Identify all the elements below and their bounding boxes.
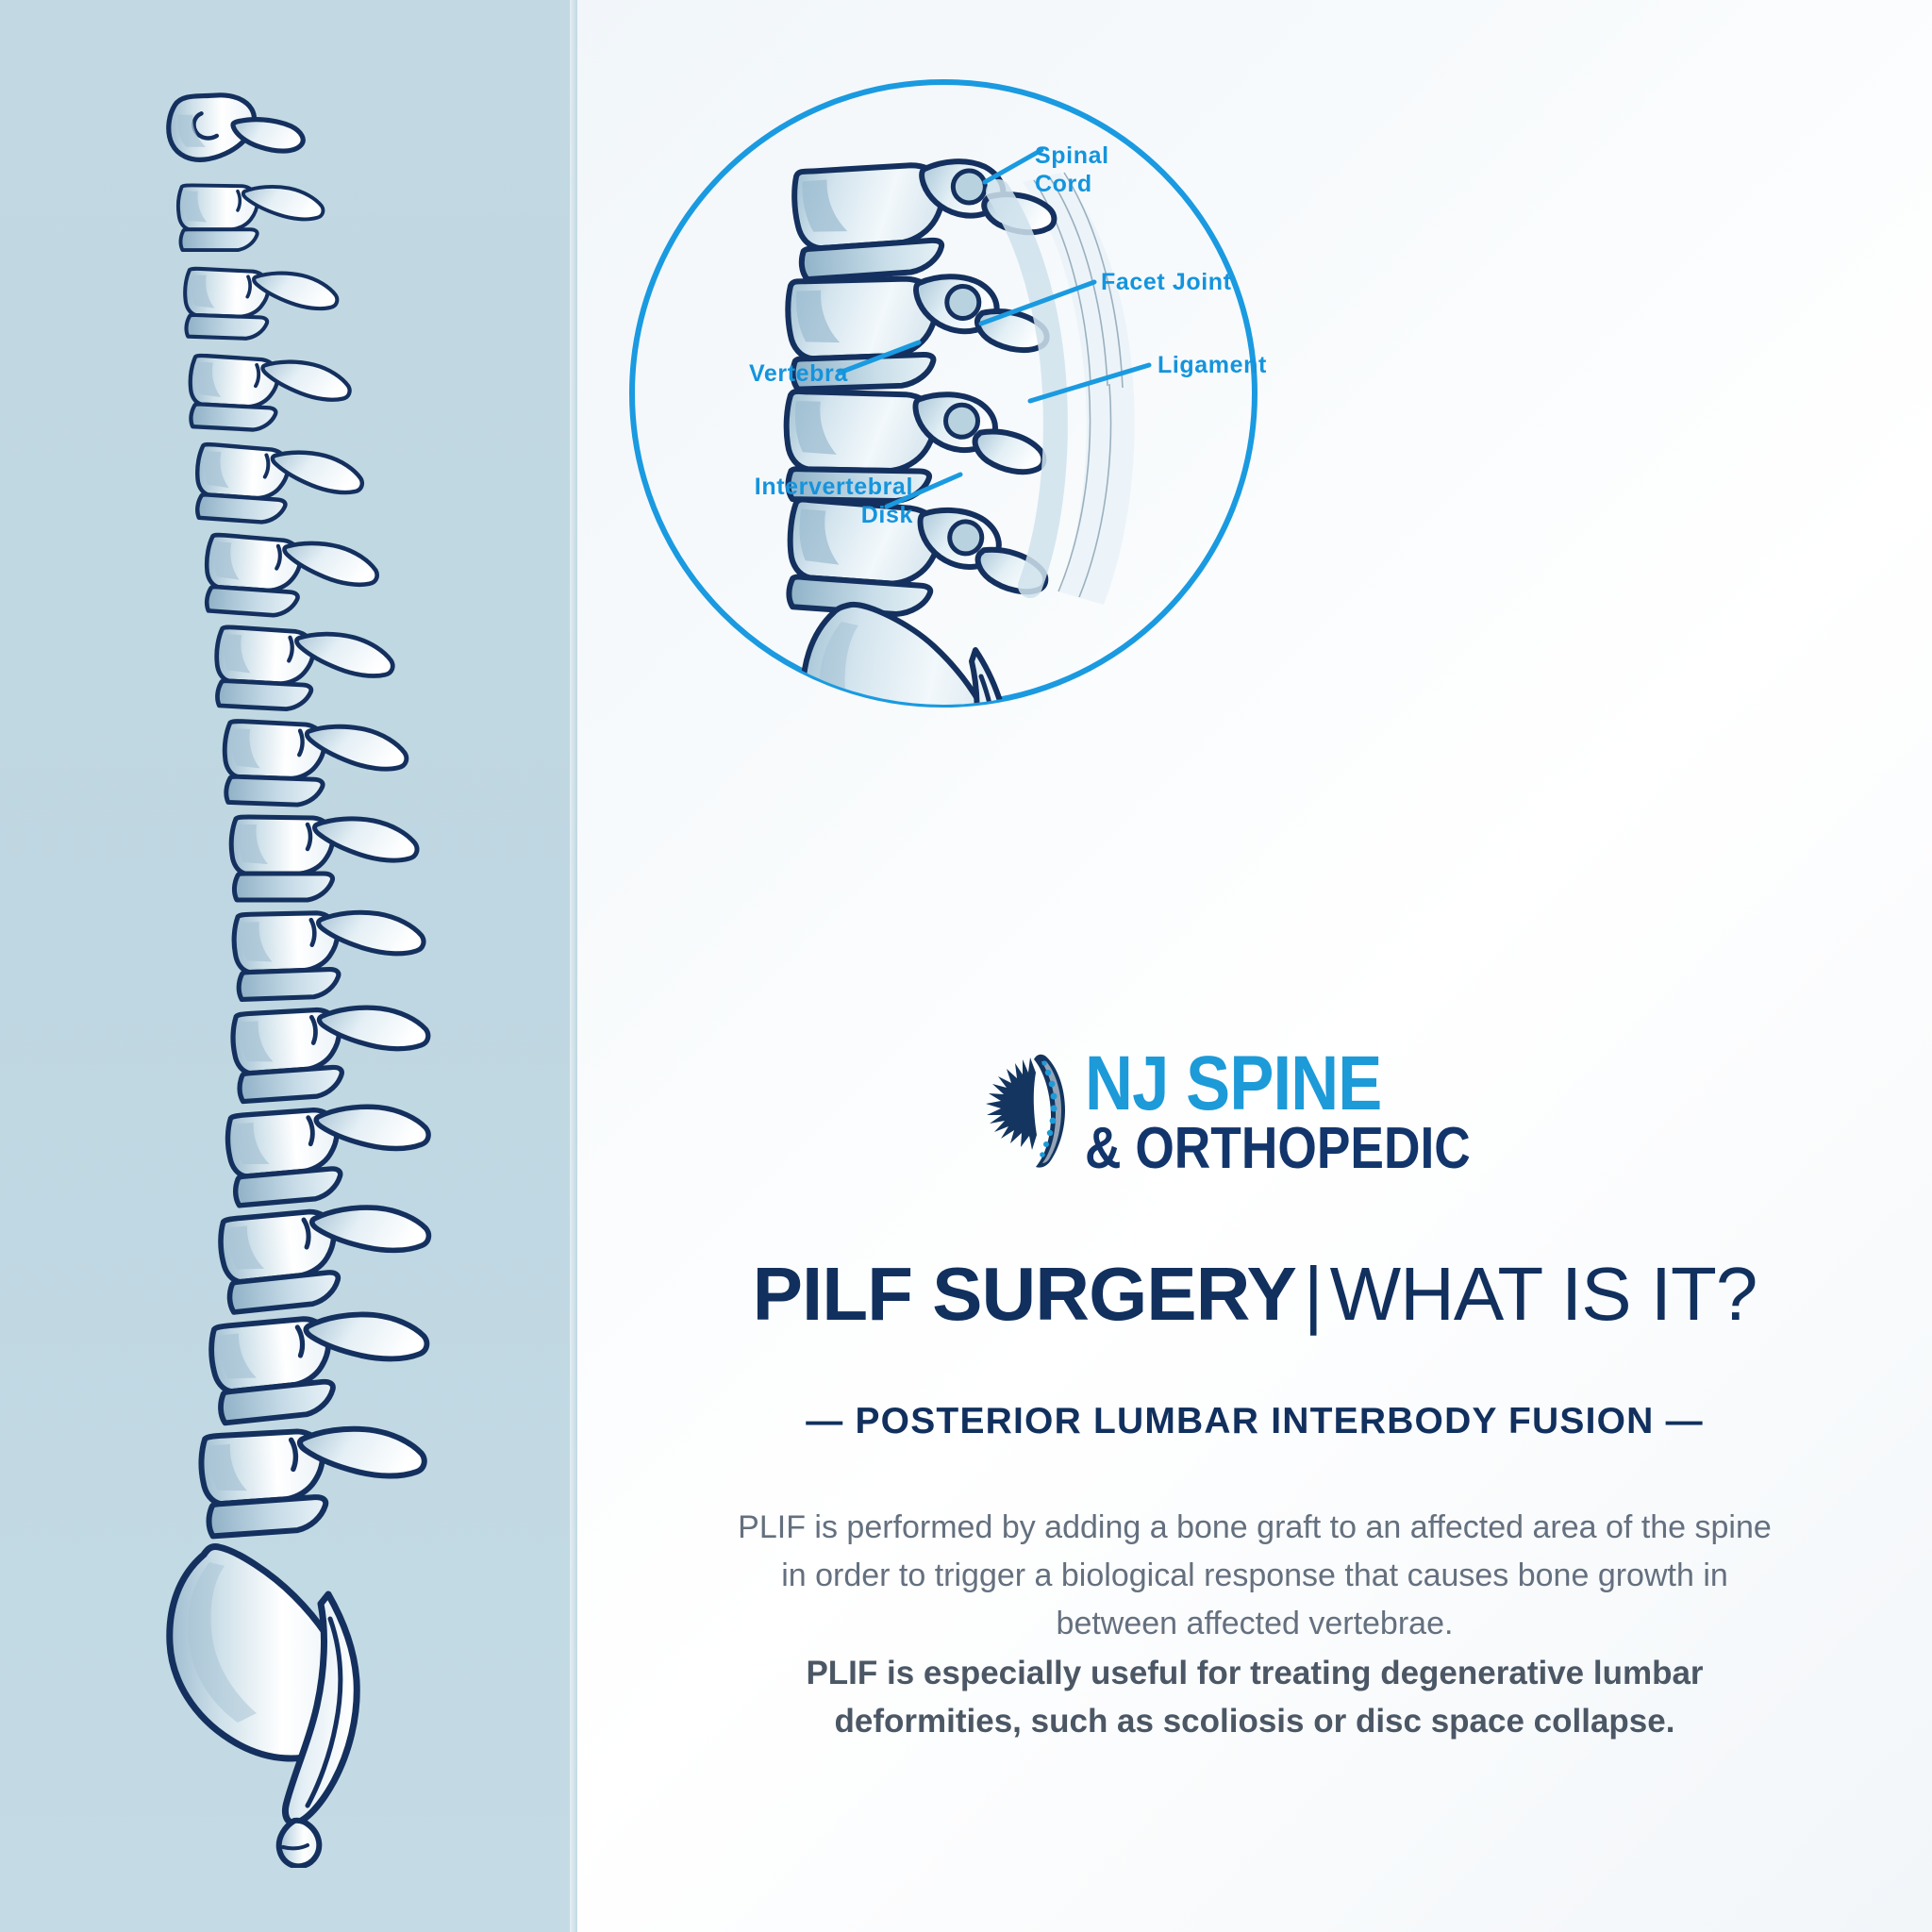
logo-line-primary: NJ SPINE xyxy=(1085,1041,1382,1126)
leader-line-ligament xyxy=(1027,362,1152,404)
anatomy-circle-diagram: Spinal Cord Facet Joint Ligament Vertebr… xyxy=(615,71,1313,722)
label-spinal-cord-line2: Cord xyxy=(1035,170,1092,197)
label-vertebra: Vertebra xyxy=(749,360,848,387)
full-spine-illustration xyxy=(166,92,509,1868)
description-paragraph: PLIF is performed by adding a bone graft… xyxy=(738,1509,1772,1641)
leader-line-spinal-cord xyxy=(982,147,1044,185)
brand-logo: NJ SPINE & ORTHOPEDIC xyxy=(577,1041,1932,1182)
logo-line-secondary: & ORTHOPEDIC xyxy=(1085,1116,1472,1182)
label-facet-joint: Facet Joint xyxy=(1101,269,1232,295)
nj-spine-burst-icon xyxy=(986,1055,1066,1168)
panel-divider xyxy=(570,0,577,1932)
right-column: Spinal Cord Facet Joint Ligament Vertebr… xyxy=(577,0,1932,1932)
label-disk-line1: Intervertebral xyxy=(754,474,913,500)
label-spinal-cord: Spinal Cord xyxy=(1035,142,1109,198)
label-spinal-cord-line1: Spinal xyxy=(1035,142,1109,169)
highlight-paragraph: PLIF is especially useful for treating d… xyxy=(806,1655,1704,1740)
left-panel xyxy=(0,0,577,1932)
page-title-separator: | xyxy=(1303,1252,1324,1336)
page-subtitle: — POSTERIOR LUMBAR INTERBODY FUSION — xyxy=(806,1401,1704,1441)
page-title-rest: WHAT IS IT? xyxy=(1329,1252,1758,1336)
page-title: PILF SURGERY|WHAT IS IT? xyxy=(577,1251,1932,1338)
label-ligament: Ligament xyxy=(1158,352,1267,378)
leader-line-vertebra xyxy=(837,340,922,375)
label-intervertebral-disk: Intervertebral Disk xyxy=(706,474,913,529)
leader-line-facet-joint xyxy=(978,279,1097,326)
page-title-strong: PILF SURGERY xyxy=(752,1252,1297,1336)
leader-line-disk xyxy=(884,472,963,509)
label-disk-line2: Disk xyxy=(860,501,913,528)
